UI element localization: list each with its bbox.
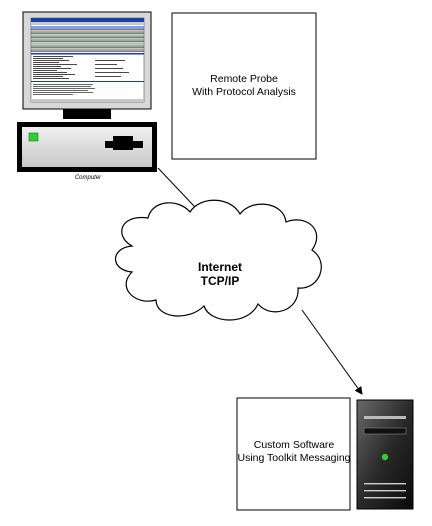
arrow-internet-to-server [301,309,363,395]
internet-label: Internet [198,260,242,274]
remote-probe-line2: With Protocol Analysis [192,86,296,98]
monitor-screen [30,17,145,103]
server-led-icon [381,453,389,461]
custom-software-box: Custom Software Using Toolkit Messaging [236,397,351,511]
computer-label: Computer [75,175,102,181]
internet-cloud: Internet TCP/IP [115,199,322,321]
remote-probe-line1: Remote Probe [210,73,278,85]
server-icon [356,399,414,510]
power-led-icon [28,132,39,142]
remote-probe-box: Remote Probe With Protocol Analysis [171,12,317,160]
tcpip-label: TCP/IP [201,274,240,288]
custom-software-line1: Custom Software [254,439,335,451]
monitor-stand [63,109,111,119]
computer-icon: Computer [17,11,157,181]
desktop-case [17,122,157,172]
custom-software-line2: Using Toolkit Messaging [237,452,350,464]
